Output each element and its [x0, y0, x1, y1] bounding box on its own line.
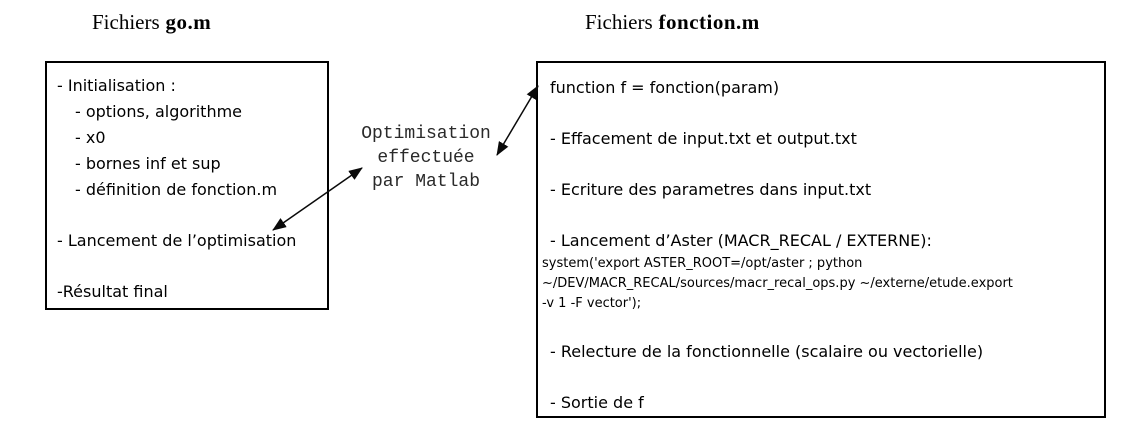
line-relecture: - Relecture de la fonctionnelle (scalair… [550, 342, 984, 361]
line-definition-fonction: - définition de fonction.m [75, 180, 278, 199]
connector-label: Optimisation effectuée par Matlab [345, 122, 507, 194]
line-x0: - x0 [75, 128, 106, 147]
line-ecriture: - Ecriture des parametres dans input.txt [550, 180, 872, 199]
fonction-m-box: function f = fonction(param) - Effacemen… [536, 61, 1106, 418]
left-title-filename: go.m [165, 10, 212, 34]
line-effacement: - Effacement de input.txt et output.txt [550, 129, 857, 148]
go-m-box: - Initialisation : - options, algorithme… [45, 61, 329, 310]
connector-label-line1: Optimisation [361, 124, 491, 144]
line-code-system: system('export ASTER_ROOT=/opt/aster ; p… [542, 256, 863, 271]
left-title-prefix: Fichiers [92, 10, 160, 34]
right-title-prefix: Fichiers [585, 10, 653, 34]
line-lancement-optimisation: - Lancement de l’optimisation [57, 231, 297, 250]
connector-label-line3: par Matlab [371, 172, 481, 192]
line-code-args: -v 1 -F vector'); [542, 296, 642, 311]
line-function-signature: function f = fonction(param) [550, 78, 780, 97]
line-options-algorithme: - options, algorithme [75, 102, 243, 121]
line-resultat-final: -Résultat final [57, 282, 168, 301]
right-title-filename: fonction.m [658, 10, 760, 34]
line-sortie-f: - Sortie de f [550, 393, 644, 412]
line-bornes: - bornes inf et sup [75, 154, 221, 173]
line-code-path: ~/DEV/MACR_RECAL/sources/macr_recal_ops.… [542, 276, 1013, 291]
line-initialisation: - Initialisation : [57, 76, 176, 95]
line-lancement-aster: - Lancement d’Aster (MACR_RECAL / EXTERN… [550, 231, 932, 250]
connector-label-line2: effectuée [377, 148, 475, 168]
